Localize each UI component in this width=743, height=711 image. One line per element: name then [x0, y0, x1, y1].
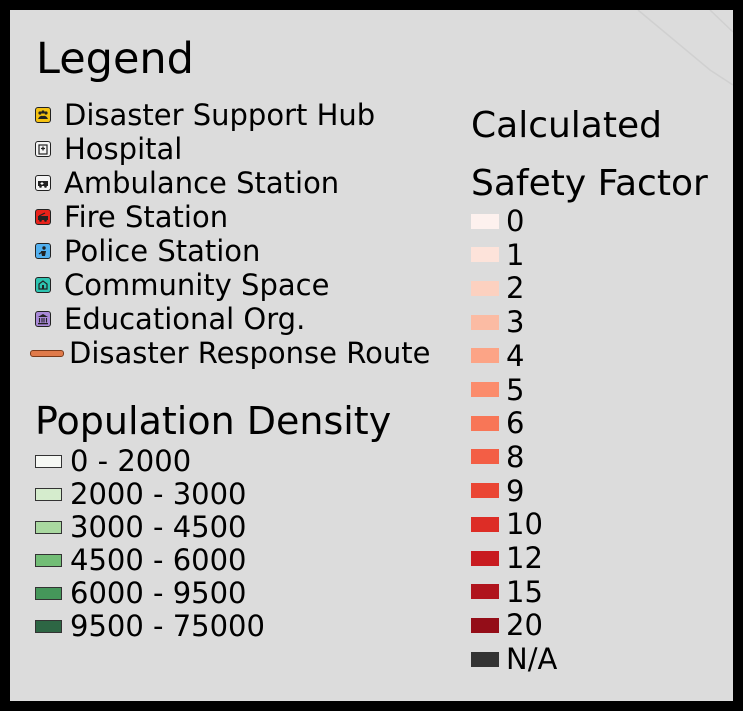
density-label: 0 - 2000 — [70, 444, 192, 478]
density-swatch — [35, 553, 62, 567]
density-swatch — [35, 619, 62, 633]
legend-item-ambulance-station: Ambulance Station — [35, 166, 339, 200]
legend-item-label: Hospital — [64, 132, 183, 166]
density-class: 3000 - 4500 — [35, 510, 247, 544]
density-label: 3000 - 4500 — [70, 510, 247, 544]
safety-swatch — [471, 348, 499, 364]
legend-item-fire-station: Fire Station — [35, 200, 228, 234]
safety-swatch — [471, 280, 499, 296]
density-class: 6000 - 9500 — [35, 576, 247, 610]
legend-item-educational-org: Educational Org. — [35, 302, 305, 336]
safety-swatch — [471, 550, 499, 566]
safety-class: 12 — [471, 541, 543, 575]
community-icon — [35, 277, 51, 293]
density-class: 0 - 2000 — [35, 444, 191, 478]
legend-item-label: Ambulance Station — [64, 166, 340, 200]
safety-label: N/A — [506, 642, 558, 677]
map-background-lines — [637, 10, 733, 86]
density-swatch — [35, 520, 62, 534]
legend-item-hospital: Hospital — [35, 132, 182, 166]
safety-label: 9 — [506, 473, 525, 508]
safety-label: 20 — [506, 608, 543, 643]
legend-item-label: Police Station — [64, 234, 261, 268]
safety-class: 1 — [471, 238, 524, 272]
legend-item-community-space: Community Space — [35, 268, 329, 302]
safety-label: 0 — [506, 204, 525, 238]
safety-class: 9 — [471, 474, 524, 508]
safety-class: 4 — [471, 339, 524, 373]
safety-swatch — [471, 483, 499, 499]
population-density-title: Population Density — [35, 399, 392, 443]
safety-swatch — [471, 382, 499, 397]
hospital-icon — [35, 141, 51, 157]
legend-panel: Legend Disaster Support Hub Hospital Amb… — [10, 10, 733, 701]
safety-class: 5 — [471, 373, 524, 407]
safety-class: 20 — [471, 608, 543, 642]
safety-label: 5 — [506, 372, 525, 407]
safety-class: 0 — [471, 204, 524, 238]
police-icon — [35, 243, 51, 259]
safety-swatch — [471, 314, 499, 330]
density-class: 2000 - 3000 — [35, 477, 247, 511]
density-label: 4500 - 6000 — [70, 543, 247, 577]
safety-class: 2 — [471, 271, 524, 305]
education-icon — [35, 311, 51, 327]
support-hub-icon — [35, 107, 51, 123]
safety-label: 6 — [506, 406, 525, 441]
safety-label: 2 — [506, 271, 525, 306]
legend-item-disaster-support-hub: Disaster Support Hub — [35, 98, 375, 132]
legend-item-label: Disaster Support Hub — [64, 98, 376, 132]
safety-label: 12 — [506, 541, 543, 575]
safety-class: 6 — [471, 406, 524, 440]
safety-class: 10 — [471, 507, 543, 541]
density-label: 6000 - 9500 — [70, 576, 247, 610]
density-class: 4500 - 6000 — [35, 543, 247, 577]
safety-swatch — [471, 449, 499, 465]
legend-item-label: Disaster Response Route — [69, 336, 431, 370]
safety-swatch — [471, 651, 499, 667]
safety-swatch — [471, 213, 499, 229]
safety-swatch — [471, 516, 499, 532]
safety-factor-title-line2: Safety Factor — [471, 163, 708, 204]
legend-item-label: Fire Station — [64, 200, 229, 234]
density-class: 9500 - 75000 — [35, 609, 265, 643]
density-swatch — [35, 487, 62, 501]
safety-label: 10 — [506, 507, 543, 542]
legend-item-label: Community Space — [64, 268, 330, 302]
safety-label: 4 — [506, 338, 525, 373]
safety-label: 8 — [506, 439, 525, 474]
density-swatch — [35, 454, 62, 468]
density-swatch — [35, 586, 62, 600]
legend-title: Legend — [36, 34, 194, 84]
safety-label: 3 — [506, 305, 525, 340]
safety-label: 15 — [506, 574, 543, 609]
safety-class: 8 — [471, 440, 524, 474]
legend-item-label: Educational Org. — [64, 302, 306, 336]
density-label: 2000 - 3000 — [70, 477, 247, 511]
safety-class: 15 — [471, 575, 543, 609]
route-line-swatch — [30, 349, 64, 357]
fire-truck-icon — [35, 209, 51, 225]
safety-swatch — [471, 617, 499, 633]
safety-class: 3 — [471, 305, 524, 339]
ambulance-icon — [35, 175, 51, 191]
legend-item-police-station: Police Station — [35, 234, 260, 268]
legend-item-disaster-response-route: Disaster Response Route — [30, 336, 431, 370]
density-label: 9500 - 75000 — [70, 609, 265, 643]
safety-factor-title-line1: Calculated — [471, 105, 662, 146]
safety-swatch — [471, 247, 499, 263]
safety-class: N/A — [471, 642, 557, 676]
safety-label: 1 — [506, 237, 525, 272]
safety-swatch — [471, 415, 499, 431]
safety-swatch — [471, 584, 499, 600]
